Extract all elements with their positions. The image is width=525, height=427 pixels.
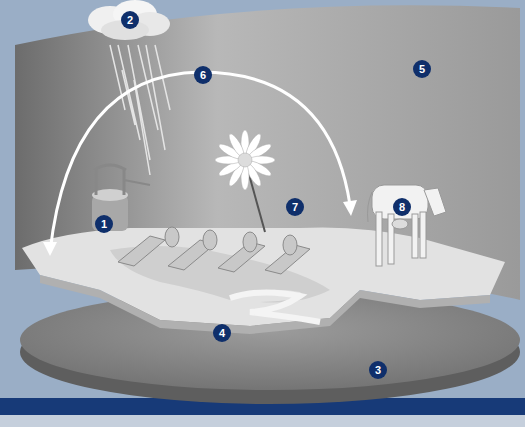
callout-text: 8 [399,201,405,213]
cow [368,185,447,266]
callout-text: 7 [292,201,298,213]
cycle-arrow [50,72,350,252]
buildings [118,227,310,274]
arrow-head [343,200,357,216]
arrow-head [43,242,57,256]
callout-number: 6 [194,66,212,84]
callout-number: 2 [121,11,139,29]
flower [215,130,275,232]
callout-text: 3 [375,364,381,376]
callout-number: 1 [95,215,113,233]
callout-text: 6 [200,69,206,81]
cloud [88,0,170,40]
callout-text: 2 [127,14,133,26]
callout-number: 4 [213,324,231,342]
footer-ground [0,415,525,427]
callout-number: 7 [286,198,304,216]
callout-text: 4 [219,327,225,339]
land-slab [22,227,505,326]
callout-number: 3 [369,361,387,379]
callout-text: 1 [101,218,107,230]
rain [110,45,170,175]
callout-number: 5 [413,60,431,78]
callout-text: 5 [419,63,425,75]
callout-number: 8 [393,198,411,216]
river [230,292,320,322]
